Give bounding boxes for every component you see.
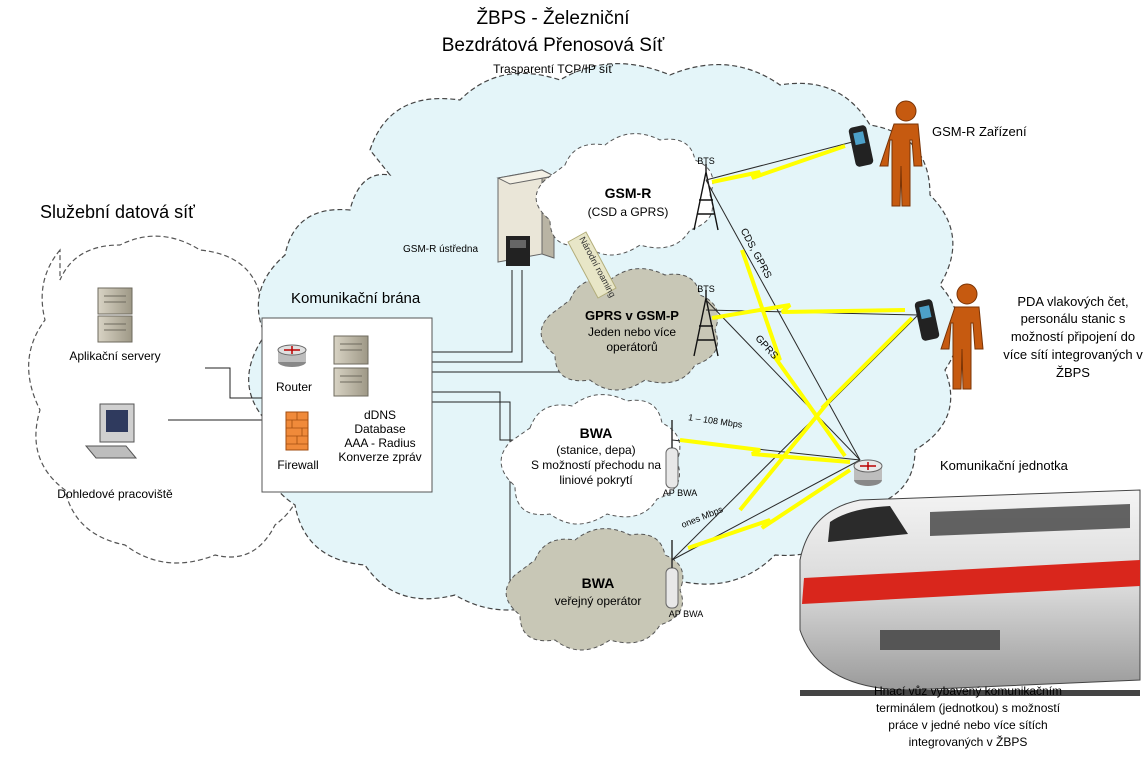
gprs-cloud (540, 268, 719, 391)
train-caption-line3: práce v jedné nebo více sítích (888, 718, 1048, 732)
router-icon (277, 344, 307, 367)
title-line2: Bezdrátová Přenosová Síť (441, 35, 665, 56)
train-caption-line1: Hnací vůz vybavený komunikačním (873, 684, 1063, 698)
roaming-arrow (567, 231, 617, 299)
monitoring-label: Dohledové pracoviště (57, 487, 173, 501)
ap2-label: AP BWA (668, 609, 704, 619)
pda-line3: možností připojení do (1010, 329, 1136, 344)
bwa1-sub2: S možností přechodu na (530, 458, 662, 472)
gsmr-device-label: GSM-R Zařízení (932, 124, 1027, 139)
person-icon (879, 100, 984, 390)
train-caption-line2: terminálem (jednotkou) s možností (875, 701, 1061, 715)
bwa1-sub1: (stanice, depa) (556, 443, 636, 457)
workstation-icon (84, 403, 138, 459)
gsmr-sub: (CSD a GPRS) (587, 205, 669, 219)
pda-icon (914, 299, 940, 341)
title-subtitle: Trasparentí TCP/IP síť (493, 62, 613, 76)
conv-label: Konverze zpráv (338, 450, 422, 464)
phone-icon (848, 125, 874, 167)
gateway-title: Komunikační brána (291, 290, 421, 307)
pda-line2: personálu stanic s (1020, 311, 1126, 326)
app-servers-label: Aplikační servery (69, 349, 161, 363)
gsmr-title: GSM-R (604, 185, 652, 201)
gsmr-cloud (535, 133, 714, 256)
bts2-label: BTS (697, 284, 715, 294)
tower-icon (693, 164, 719, 357)
pda-line1: PDA vlakových čet, (1017, 294, 1129, 309)
lightning-bolts (679, 144, 914, 550)
database-icon (333, 335, 369, 397)
access-point-icon (665, 420, 679, 609)
train-icon (799, 489, 1141, 696)
pda-line4: více sítí integrovaných v (1003, 347, 1143, 362)
comm-unit-label: Komunikační jednotka (940, 458, 1068, 473)
pda-line5: ŽBPS (1056, 365, 1090, 380)
aaa-label: AAA - Radius (344, 436, 416, 450)
router-label: Router (275, 380, 313, 394)
bwa1-cloud (500, 394, 681, 525)
train-caption-line4: integrovaných v ŽBPS (908, 735, 1028, 749)
ap1-label: AP BWA (662, 488, 698, 498)
bts1-label: BTS (697, 156, 715, 166)
firewall-icon (285, 411, 309, 451)
bwa2-sub: veřejný operátor (554, 594, 642, 608)
bwa2-title: BWA (581, 575, 615, 591)
bwa1-title: BWA (579, 425, 613, 441)
firewall-label: Firewall (277, 458, 319, 472)
bwa1-sub3: liniové pokrytí (559, 473, 633, 487)
comm-unit-icon (853, 459, 883, 486)
gprs-title: GPRS v GSM-P (585, 308, 679, 323)
gprs-sub2: operátorů (606, 340, 658, 354)
switch-label: GSM-R ústředna (403, 244, 479, 255)
gprs-sub1: Jeden nebo více (587, 325, 677, 339)
server-icon (97, 287, 133, 343)
bwa2-cloud (505, 528, 684, 651)
service-network-title: Služební datová síť (40, 202, 195, 222)
db-label: Database (354, 422, 406, 436)
dns-label: dDNS (363, 408, 397, 422)
title-line1: ŽBPS - Železniční (476, 8, 630, 29)
